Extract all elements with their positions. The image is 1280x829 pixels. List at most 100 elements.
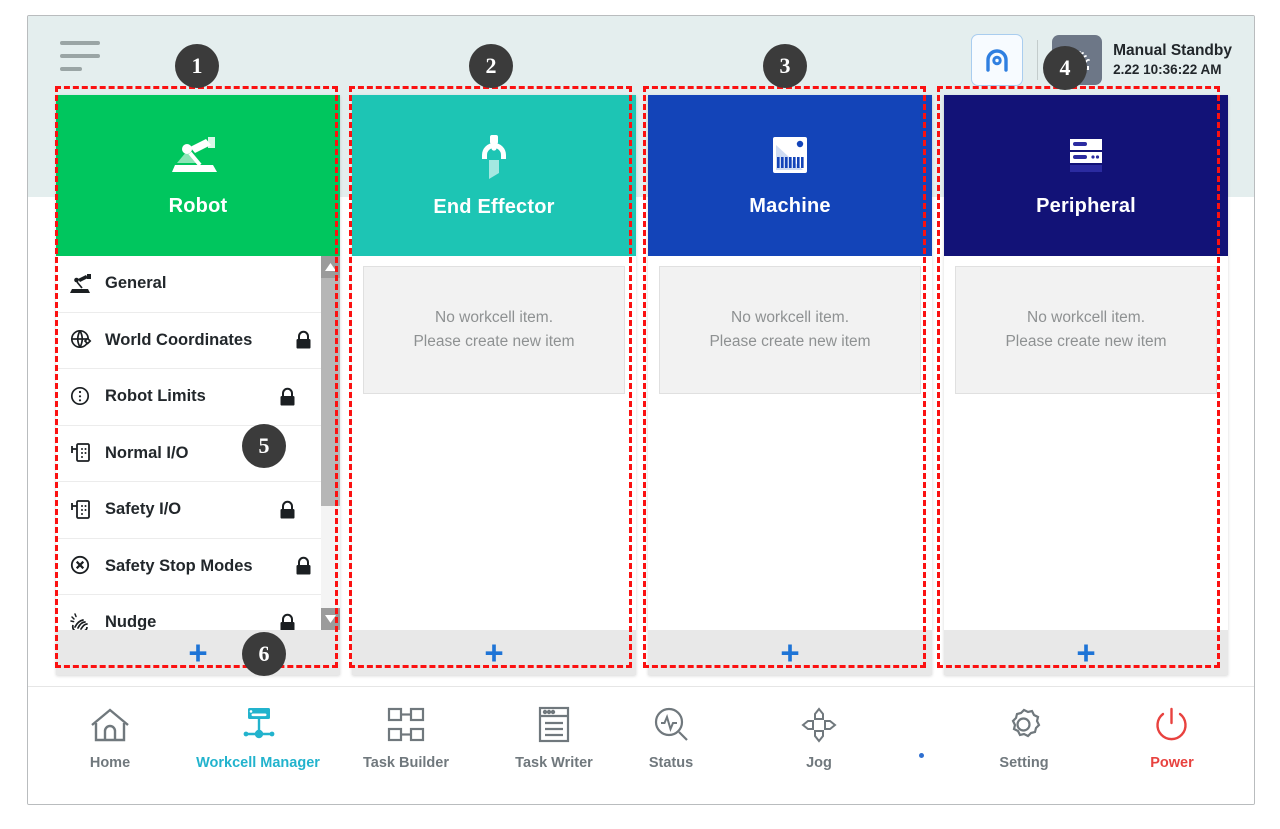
nav-label: Status [648,755,694,771]
column-header-robot[interactable]: Robot [56,95,340,256]
empty-state: No workcell item. Please create new item [363,266,625,394]
scroll-up-arrow-icon[interactable] [321,256,340,278]
hand-nudge-icon [68,610,93,630]
workcell-columns: Robot General [56,95,1228,675]
column-header-machine[interactable]: Machine [648,95,932,256]
lock-icon [279,613,296,630]
status-title: Manual Standby [1113,42,1232,60]
nav-left-group: Home Workcell Manager [62,705,602,771]
list-item-safety-io[interactable]: Safety I/O [56,482,321,539]
list-scrollbar[interactable] [321,256,340,630]
plus-icon: + [484,633,504,671]
scroll-down-arrow-icon[interactable] [321,608,340,630]
list-item-label: General [105,274,167,293]
list-item-safety-stop-modes[interactable]: Safety Stop Modes [56,538,321,595]
column-title: End Effector [433,196,555,218]
gripper-icon [482,135,506,179]
plus-icon: + [780,633,800,671]
empty-state: No workcell item. Please create new item [955,266,1217,394]
column-body-end-effector: No workcell item. Please create new item [352,256,636,630]
nav-right-group: Status Jog Setting [623,705,1220,771]
column-header-peripheral[interactable]: Peripheral [944,95,1228,256]
cobot-arm-icon[interactable] [971,34,1024,86]
nav-item-workcell-manager[interactable]: Workcell Manager [196,705,320,771]
home-icon [91,708,129,742]
column-title: Machine [749,195,831,217]
column-body-robot: General World Coordinates [56,256,340,630]
nav-item-status[interactable]: Status [623,705,719,771]
empty-line-1: No workcell item. [435,308,553,326]
task-writer-icon [538,706,570,743]
jog-arrows-icon [801,707,837,743]
nav-item-power[interactable]: Power [1124,705,1220,771]
nav-item-home[interactable]: Home [62,705,158,771]
empty-state: No workcell item. Please create new item [659,266,921,394]
column-title: Robot [168,195,228,217]
task-builder-icon [387,707,425,742]
annotation-badge-3: 3 [763,44,807,88]
add-peripheral-item-button[interactable]: + [944,630,1228,675]
column-peripheral: Peripheral No workcell item. Please crea… [944,95,1228,675]
globe-axis-icon [68,328,93,353]
nav-label: Task Writer [515,755,593,771]
status-datetime: 2.22 10:36:22 AM [1113,62,1222,78]
column-machine: Machine No workcell item. Please create … [648,95,932,675]
gear-icon [1011,708,1041,738]
column-title: Peripheral [1036,195,1136,217]
annotation-badge-2: 2 [469,44,513,88]
hamburger-menu-icon[interactable] [60,38,104,72]
notification-dot [919,752,924,758]
nav-item-task-writer[interactable]: Task Writer [506,705,602,771]
list-item-nudge[interactable]: Nudge [56,595,321,630]
annotation-badge-5: 5 [242,424,286,468]
scrollbar-thumb[interactable] [321,278,340,506]
column-header-end-effector[interactable]: End Effector [352,95,636,256]
annotation-badge-1: 1 [175,44,219,88]
lock-icon [295,556,312,576]
nav-label: Workcell Manager [196,755,320,771]
column-end-effector: End Effector No workcell item. Please cr… [352,95,636,675]
add-end-effector-item-button[interactable]: + [352,630,636,675]
peripheral-rack-icon [1070,139,1102,172]
list-item-general[interactable]: General [56,256,321,313]
power-icon [1156,707,1187,741]
workcell-node-icon [243,708,275,739]
empty-line-1: No workcell item. [1027,308,1145,326]
hamburger-line [60,67,82,71]
hamburger-line [60,41,100,45]
plus-icon: + [1076,633,1096,671]
column-body-machine: No workcell item. Please create new item [648,256,932,630]
list-item-world-coordinates[interactable]: World Coordinates [56,312,321,369]
machine-icon [773,137,807,173]
nav-item-jog[interactable]: Jog [771,705,867,771]
nav-label: Setting [999,755,1049,771]
add-machine-item-button[interactable]: + [648,630,932,675]
annotation-badge-4: 4 [1043,46,1087,90]
list-item-robot-limits[interactable]: Robot Limits [56,369,321,426]
nav-item-task-builder[interactable]: Task Builder [358,705,454,771]
annotation-badge-6: 6 [242,632,286,676]
list-item-label: Nudge [105,613,157,630]
io-port-icon [68,441,93,466]
empty-line-1: No workcell item. [731,308,849,326]
list-item-label: Robot Limits [105,387,206,406]
lock-icon [279,500,296,520]
stop-x-icon [68,554,93,579]
list-item-label: World Coordinates [105,330,253,349]
nav-item-setting[interactable]: Setting [976,705,1072,771]
list-item-label: Safety I/O [105,500,182,519]
column-body-peripheral: No workcell item. Please create new item [944,256,1228,630]
teach-pendant-device: Manual Standby 2.22 10:36:22 AM [27,15,1255,805]
status-cluster: Manual Standby 2.22 10:36:22 AM [971,32,1232,88]
add-robot-item-button[interactable]: + [56,630,340,675]
io-port-icon [68,497,93,522]
header-divider [1037,40,1039,80]
empty-line-2: Please create new item [709,333,871,350]
nav-label: Power [1150,755,1194,771]
empty-line-2: Please create new item [413,333,575,350]
plus-icon: + [188,633,208,671]
nav-label: Jog [806,755,832,771]
list-item-label: Safety Stop Modes [105,556,253,575]
limits-circle-icon [68,384,93,409]
